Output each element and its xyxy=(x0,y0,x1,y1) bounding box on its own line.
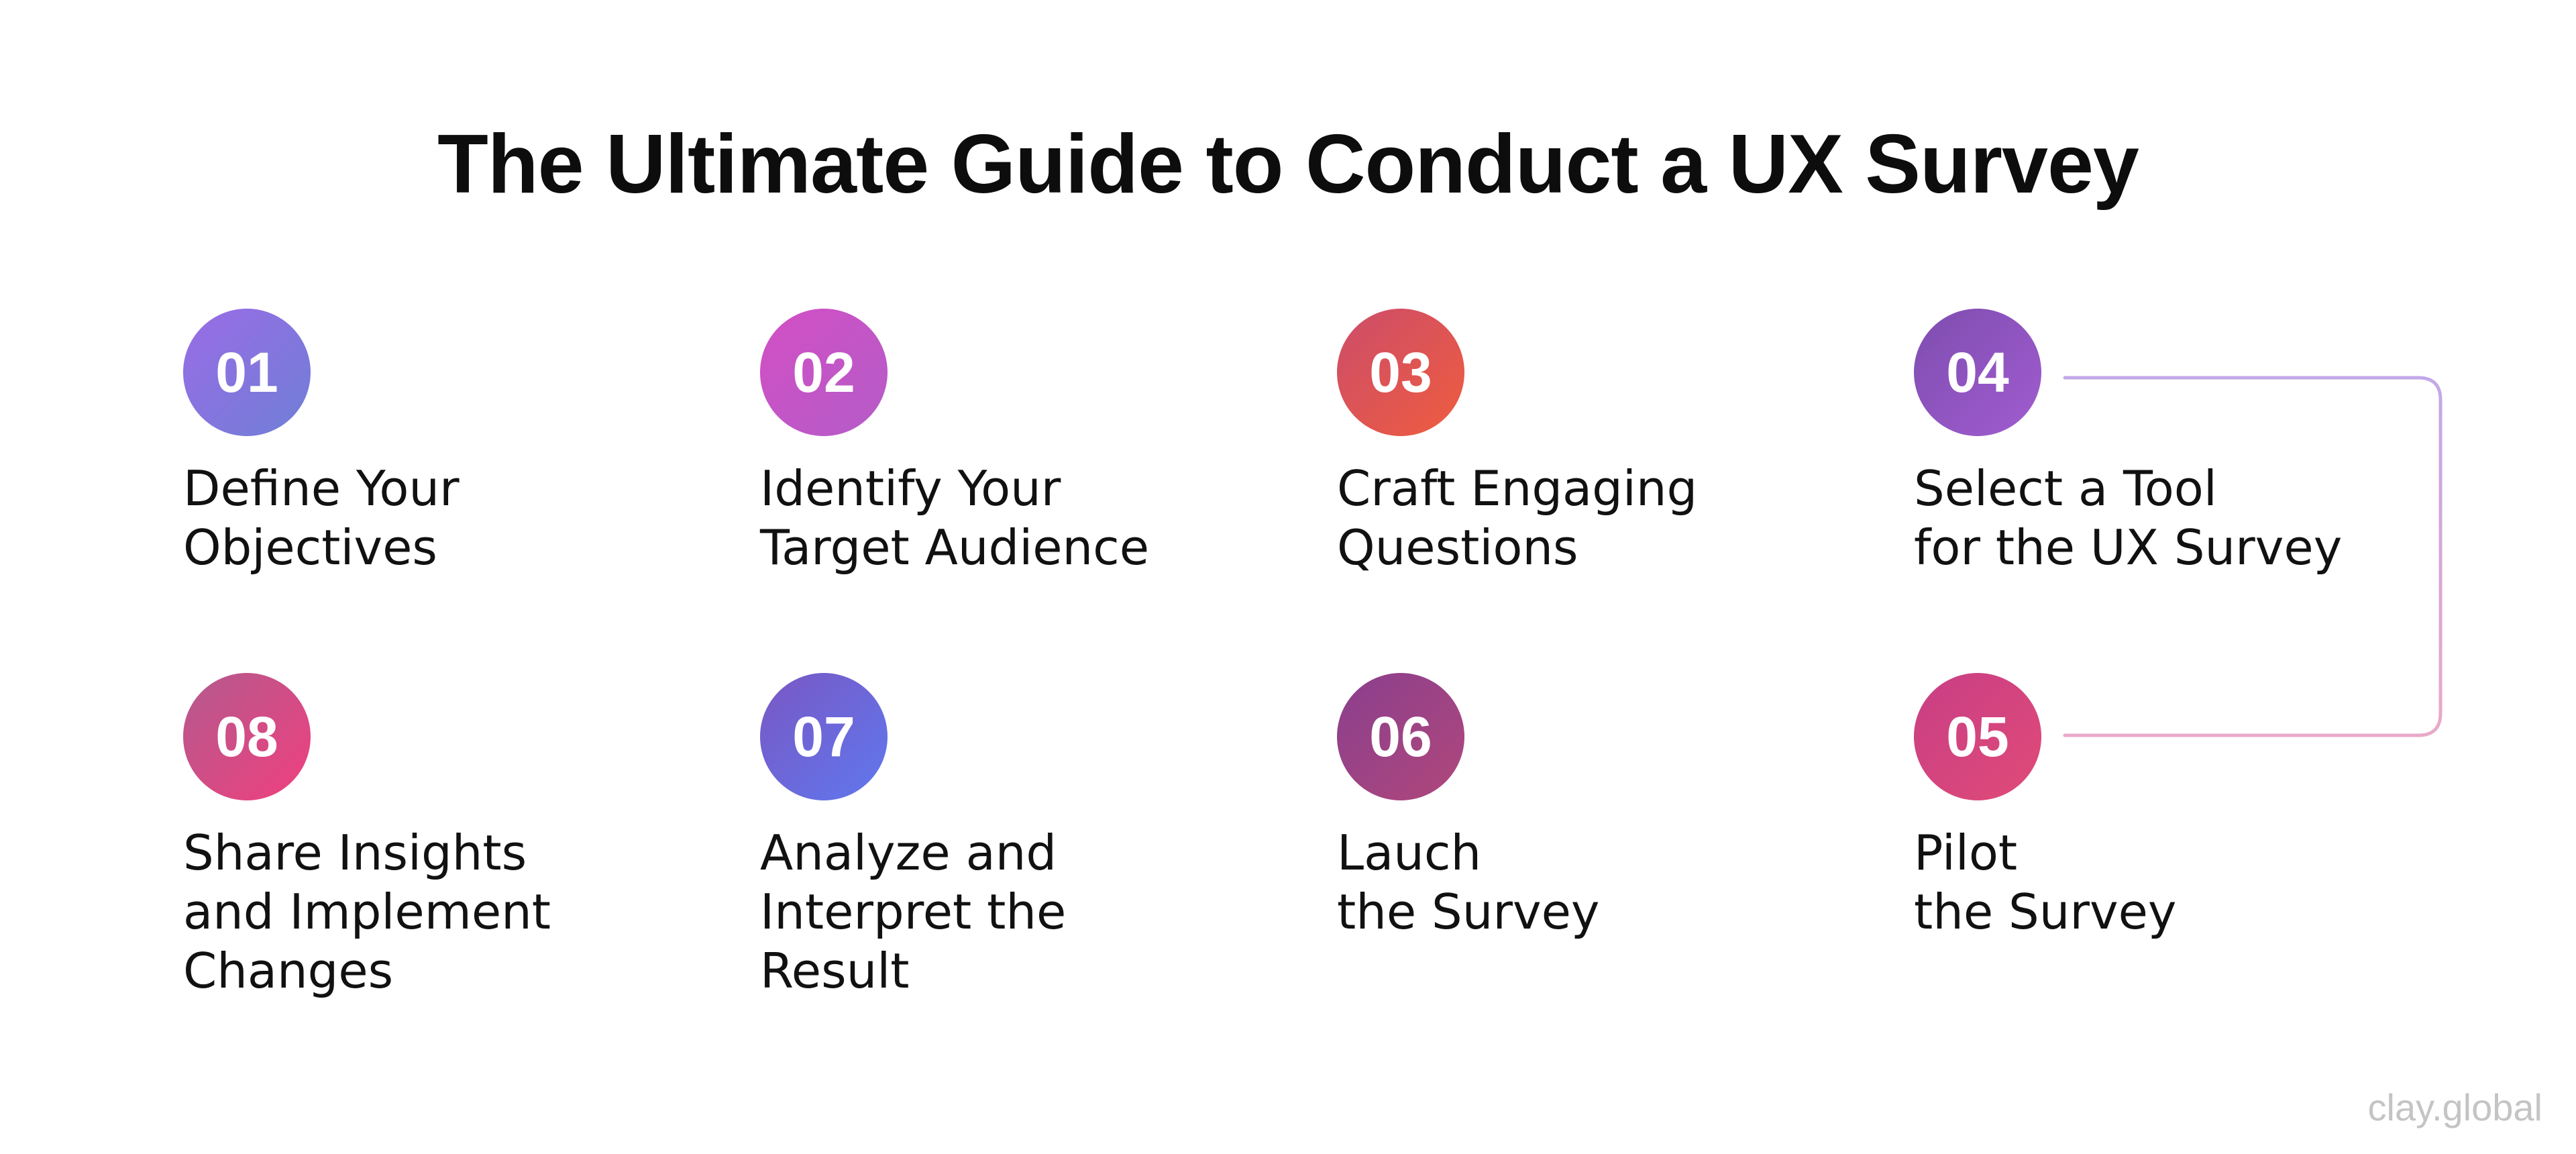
page-title: The Ultimate Guide to Conduct a UX Surve… xyxy=(437,118,2139,211)
step-number: 01 xyxy=(215,341,278,404)
step-number: 04 xyxy=(1946,341,2009,404)
step-circle-02: 02 xyxy=(760,309,888,436)
brand-watermark: clay.global xyxy=(2367,1086,2542,1129)
step-circle-07: 07 xyxy=(760,673,888,800)
step-number: 06 xyxy=(1369,705,1432,768)
step-number: 03 xyxy=(1369,341,1432,404)
step-circle-06: 06 xyxy=(1337,673,1464,800)
step-number: 02 xyxy=(792,341,855,404)
step-circle-01: 01 xyxy=(183,309,311,436)
step-circle-03: 03 xyxy=(1337,309,1464,436)
step-number: 05 xyxy=(1946,705,2009,768)
step-circle-05: 05 xyxy=(1914,673,2041,800)
step-number: 08 xyxy=(215,705,278,768)
step-circle-04: 04 xyxy=(1914,309,2041,436)
step-circle-08: 08 xyxy=(183,673,311,800)
step-number: 07 xyxy=(792,705,855,768)
